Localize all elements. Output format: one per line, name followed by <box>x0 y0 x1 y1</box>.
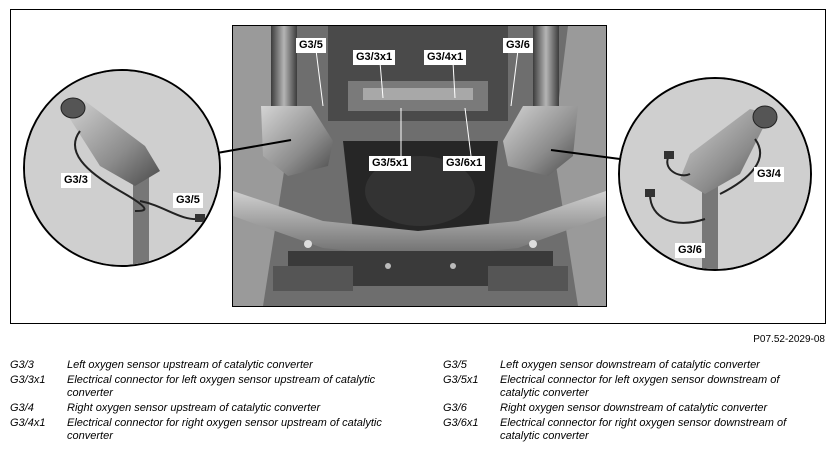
underbody-photo: G3/5 G3/3x1 G3/4x1 G3/6 G3/5x1 G3/6x1 <box>232 25 607 307</box>
callout-g3-5: G3/5 <box>296 38 326 53</box>
callout-right-g3-6: G3/6 <box>675 243 705 258</box>
photo-code: P07.52-2029-08 <box>753 334 825 345</box>
legend-description: Right oxygen sensor downstream of cataly… <box>500 402 768 414</box>
legend-item: G3/3x1 Electrical connector for left oxyg… <box>10 374 387 400</box>
callout-g3-5x1: G3/5x1 <box>369 156 412 171</box>
legend-code: G3/3 <box>10 359 34 371</box>
callout-g3-6: G3/6 <box>503 38 533 53</box>
legend-description: Left oxygen sensor upstream of catalytic… <box>67 359 313 371</box>
legend-item: G3/6 Right oxygen sensor downstream of ca… <box>443 402 820 415</box>
legend-code: G3/6x1 <box>443 417 479 429</box>
legend-code: G3/4x1 <box>10 417 46 429</box>
legend-item: G3/5 Left oxygen sensor downstream of cat… <box>443 359 820 372</box>
legend-code: G3/5x1 <box>443 374 479 386</box>
legend-item: G3/4x1 Electrical connector for right oxy… <box>10 417 387 443</box>
detail-left-catalytic-converter: G3/3 G3/5 <box>23 69 221 267</box>
callout-right-g3-4: G3/4 <box>754 167 784 182</box>
detail-right-catalytic-converter: G3/4 G3/6 <box>618 77 812 271</box>
legend-description: Electrical connector for left oxygen sen… <box>500 374 780 399</box>
callout-left-g3-3: G3/3 <box>61 173 91 188</box>
legend-description: Electrical connector for left oxygen sen… <box>67 374 376 399</box>
callout-left-g3-5: G3/5 <box>173 193 203 208</box>
legend-item: G3/3 Left oxygen sensor upstream of catal… <box>10 359 387 372</box>
legend-code: G3/5 <box>443 359 467 371</box>
legend-code: G3/3x1 <box>10 374 46 386</box>
legend-item: G3/5x1 Electrical connector for left oxyg… <box>443 374 820 400</box>
callout-g3-6x1: G3/6x1 <box>443 156 486 171</box>
pointer-lines <box>216 139 621 160</box>
legend-code: G3/4 <box>10 402 34 414</box>
legend-right-column: G3/5 Left oxygen sensor downstream of cat… <box>443 359 820 445</box>
figure-frame: G3/5 G3/3x1 G3/4x1 G3/6 G3/5x1 G3/6x1 G3… <box>10 9 826 324</box>
left-converter-illustration <box>25 71 219 265</box>
legend-item: G3/6x1 Electrical connector for right oxy… <box>443 417 820 443</box>
legend-description: Right oxygen sensor upstream of catalyti… <box>67 402 321 414</box>
underbody-illustration <box>233 26 606 306</box>
legend-item: G3/4 Right oxygen sensor upstream of cata… <box>10 402 387 415</box>
callout-g3-4x1: G3/4x1 <box>424 50 467 65</box>
legend-description: Electrical connector for right oxygen se… <box>500 417 787 442</box>
legend-description: Left oxygen sensor downstream of catalyt… <box>500 359 760 371</box>
legend-code: G3/6 <box>443 402 467 414</box>
callout-g3-3x1: G3/3x1 <box>353 50 396 65</box>
legend-description: Electrical connector for right oxygen se… <box>67 417 382 442</box>
legend-left-column: G3/3 Left oxygen sensor upstream of catal… <box>10 359 387 445</box>
